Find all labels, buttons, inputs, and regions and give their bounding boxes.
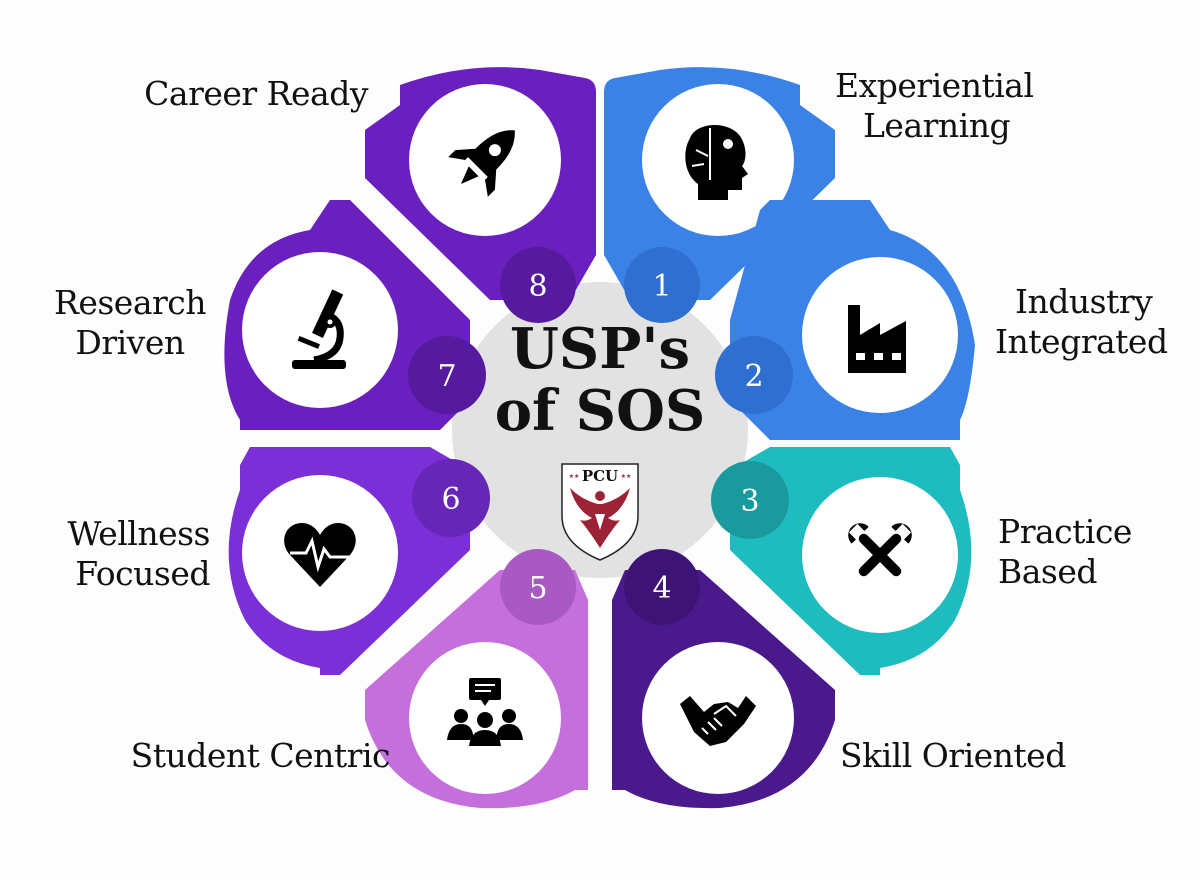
badge-1 [624, 247, 700, 323]
badge-number-3: 3 [740, 484, 759, 519]
badge-2 [715, 336, 793, 414]
label-research-driven: Research Driven [40, 283, 220, 363]
brain-gear-icon [685, 124, 748, 200]
petal-7 [224, 200, 486, 430]
label-wellness-focused: Wellness Focused [20, 514, 210, 594]
label-line: Industry [1015, 282, 1153, 321]
label-line: Integrated [995, 322, 1168, 361]
badge-number-7: 7 [437, 359, 456, 394]
logo-stars-right: ★★ [621, 473, 632, 480]
badge-number-2: 2 [744, 359, 763, 394]
label-line: Based [998, 552, 1098, 591]
label-skill-oriented: Skill Oriented [840, 736, 1066, 776]
logo-stars-left: ★★ [569, 473, 580, 480]
badge-number-1: 1 [652, 269, 671, 304]
petal-3 [711, 447, 972, 675]
badge-number-5: 5 [528, 571, 547, 606]
factory-icon [848, 305, 906, 373]
group-discussion-icon [447, 678, 523, 746]
label-line: Practice [998, 512, 1132, 551]
label-line: Experiential [835, 66, 1034, 105]
hub-title-line1: USP's [509, 316, 691, 382]
hub-title: USP's of SOS [470, 318, 730, 442]
petal-1 [604, 67, 835, 323]
handshake-icon [680, 696, 756, 746]
label-line: Driven [75, 323, 185, 362]
heart-pulse-icon [284, 523, 356, 587]
pcu-logo: PCU ★★ ★★ [561, 463, 639, 561]
label-line: Skill Oriented [840, 736, 1066, 775]
label-line: Career Ready [144, 74, 368, 113]
badge-3 [711, 461, 789, 539]
petal-4 [612, 549, 835, 809]
hub-title-line2: of SOS [494, 378, 706, 444]
label-student-centric: Student Centric [80, 736, 391, 776]
badge-7 [408, 336, 486, 414]
badge-number-6: 6 [441, 482, 460, 517]
petal-2 [715, 200, 975, 440]
petal-6 [228, 447, 490, 675]
microscope-icon [292, 289, 346, 369]
label-line: Research [53, 283, 207, 322]
petal-5 [365, 549, 588, 809]
rocket-icon [448, 130, 515, 197]
label-line: Focused [75, 554, 210, 593]
badge-4 [624, 549, 700, 625]
badge-8 [500, 247, 576, 323]
badge-number-4: 4 [652, 571, 671, 606]
label-career-ready: Career Ready [100, 74, 368, 114]
label-line: Student Centric [130, 736, 391, 775]
logo-text: PCU [582, 467, 618, 485]
label-experiential-learning: Experiential Learning [835, 66, 1034, 146]
label-line: Learning [863, 106, 1011, 145]
label-line: Wellness [67, 514, 210, 553]
crossed-wrenches-icon [848, 523, 912, 577]
label-industry-integrated: Industry Integrated [995, 282, 1168, 362]
petal-8 [365, 67, 596, 323]
label-practice-based: Practice Based [998, 512, 1132, 592]
badge-5 [500, 549, 576, 625]
badge-6 [412, 459, 490, 537]
hub-circle [452, 282, 748, 578]
badge-number-8: 8 [528, 269, 547, 304]
